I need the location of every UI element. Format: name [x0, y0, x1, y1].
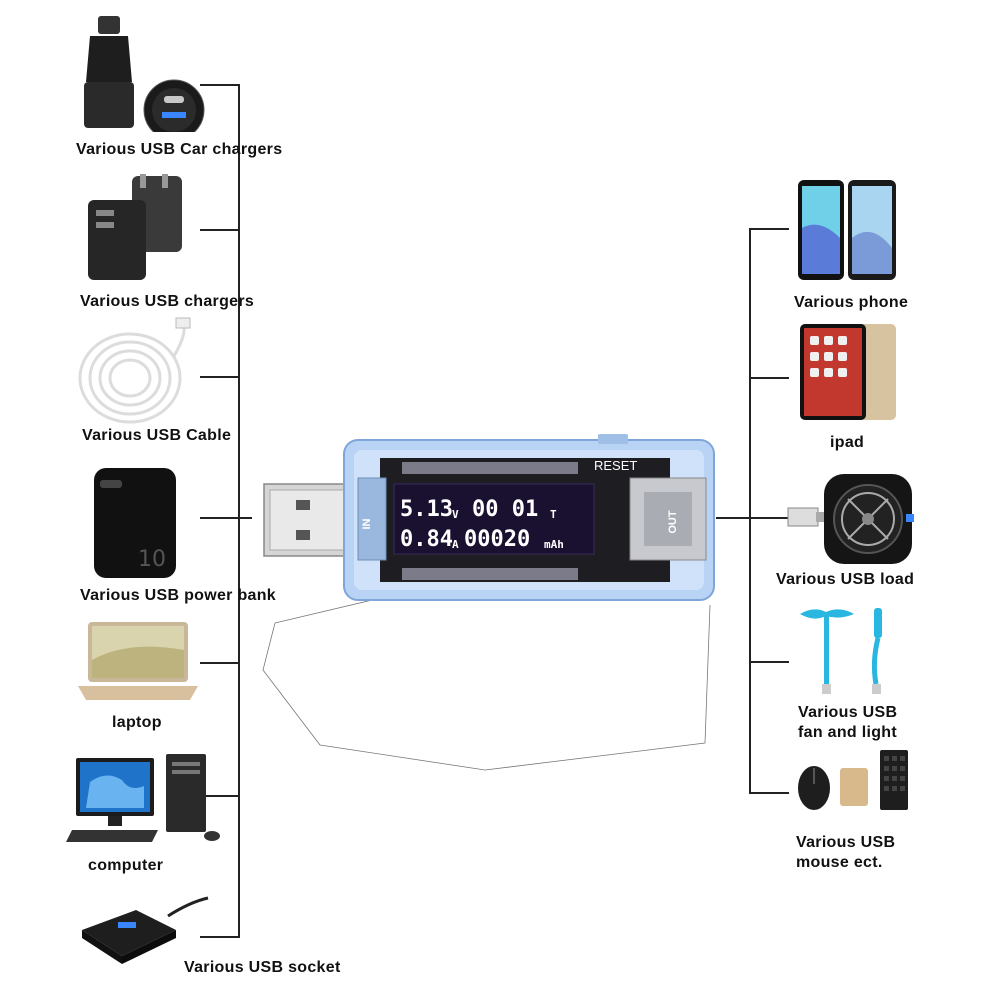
left-bus-line — [238, 84, 240, 938]
left-tick-computer — [200, 795, 240, 797]
right-bus-line — [749, 228, 751, 793]
cable-icon — [78, 317, 191, 424]
right-tick-phone — [749, 228, 789, 230]
voltage-unit: V — [452, 508, 459, 521]
label-phone: Various phone — [794, 294, 909, 311]
label-fan-light-line2: fan and light — [798, 724, 898, 741]
left-tick-cable — [200, 376, 240, 378]
label-fan-light-line1: Various USB — [798, 704, 898, 721]
left-tick-usb-socket — [200, 936, 240, 938]
usb-load-icon — [787, 474, 914, 564]
left-tick-power-bank — [200, 517, 252, 519]
mouse-icon — [798, 750, 908, 810]
car-charger-icon — [84, 16, 205, 132]
usb-meter: IN OUT RESET 5.13 V 00 01 T 0.84 A 00020… — [263, 434, 715, 601]
fan-light-icon — [800, 608, 882, 694]
left-tick-car-charger — [200, 84, 240, 86]
time-value: 00 01 — [472, 497, 538, 522]
reset-label: RESET — [594, 458, 637, 473]
desktop-computer-icon — [66, 754, 220, 842]
usb-hub-icon — [82, 896, 209, 964]
capacity-value: 00020 — [464, 527, 530, 552]
current-value: 0.84 — [400, 527, 453, 552]
right-tick-fan-light — [749, 661, 789, 663]
usb-plug-icon — [263, 483, 357, 557]
label-usb-socket: Various USB socket — [184, 959, 341, 976]
laptop-icon — [78, 622, 198, 700]
wall-charger-icon — [88, 174, 182, 280]
right-tick-mouse — [749, 792, 789, 794]
label-laptop: laptop — [112, 714, 162, 731]
capacity-unit: mAh — [544, 538, 564, 551]
out-label: OUT — [667, 510, 679, 534]
time-unit: T — [550, 508, 557, 521]
label-mouse-line1: Various USB — [796, 834, 896, 851]
in-label: IN — [361, 518, 373, 529]
meter-outline-shape — [262, 596, 711, 771]
right-tick-ipad — [749, 377, 789, 379]
svg-text:10: 10 — [138, 547, 166, 572]
label-usb-charger: Various USB chargers — [80, 293, 255, 310]
current-unit: A — [452, 538, 459, 551]
voltage-value: 5.13 — [400, 497, 453, 522]
label-ipad: ipad — [830, 434, 865, 451]
label-computer: computer — [88, 857, 164, 874]
left-tick-laptop — [200, 662, 240, 664]
label-power-bank: Various USB power bank — [80, 587, 276, 604]
power-bank-icon: 10 — [94, 468, 176, 578]
left-tick-usb-charger — [200, 229, 240, 231]
label-car-charger: Various USB Car chargers — [76, 141, 283, 158]
tablet-icon — [800, 324, 896, 420]
phone-icon — [798, 180, 896, 280]
label-mouse-line2: mouse ect. — [796, 854, 883, 871]
label-usb-cable: Various USB Cable — [82, 427, 232, 444]
label-usb-load: Various USB load — [776, 571, 915, 588]
right-tick-usb-load — [716, 517, 789, 519]
